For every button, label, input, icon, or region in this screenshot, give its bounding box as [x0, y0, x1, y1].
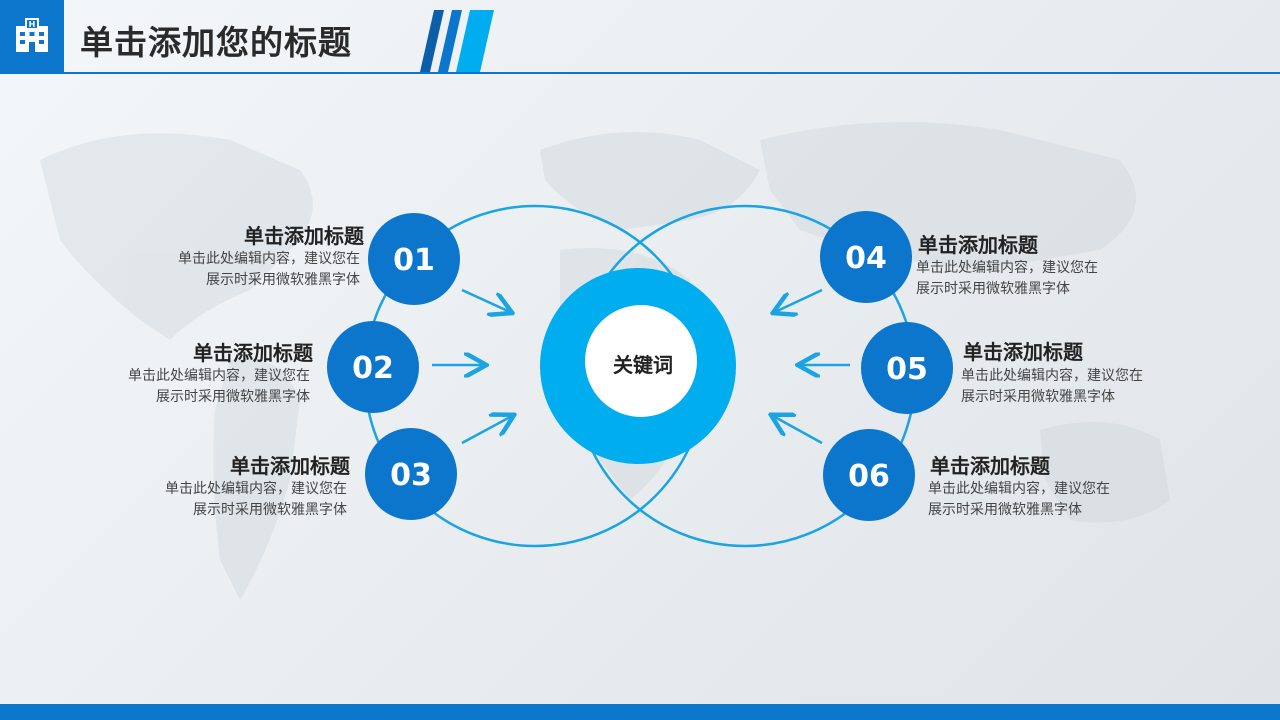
- item-02-desc: 单击此处编辑内容，建议您在 展示时采用微软雅黑字体: [128, 366, 310, 408]
- footer-bar: [0, 704, 1280, 720]
- node-number-04: 04: [845, 241, 887, 276]
- item-02-desc-line2: 展示时采用微软雅黑字体: [156, 389, 310, 405]
- item-01-desc-line1: 单击此处编辑内容，建议您在: [178, 251, 360, 267]
- hospital-building-icon: H: [16, 18, 48, 52]
- item-03-title[interactable]: 单击添加标题: [230, 454, 350, 478]
- node-number-06: 06: [848, 459, 890, 494]
- node-number-02: 02: [352, 351, 394, 386]
- item-04-desc-line2: 展示时采用微软雅黑字体: [916, 281, 1070, 297]
- center-keyword: 关键词: [613, 353, 673, 377]
- item-04-desc-line1: 单击此处编辑内容，建议您在: [916, 260, 1098, 276]
- header-bar: H 单击添加您的标题: [0, 0, 1280, 74]
- item-05-desc: 单击此处编辑内容，建议您在 展示时采用微软雅黑字体: [961, 366, 1143, 408]
- arrow-03: [461, 416, 512, 445]
- item-06-desc: 单击此处编辑内容，建议您在 展示时采用微软雅黑字体: [928, 479, 1110, 521]
- item-03-desc-line1: 单击此处编辑内容，建议您在: [165, 481, 347, 497]
- header-stripes: [420, 10, 494, 72]
- item-05-title[interactable]: 单击添加标题: [963, 340, 1083, 364]
- item-02-title[interactable]: 单击添加标题: [193, 341, 313, 365]
- item-06-desc-line1: 单击此处编辑内容，建议您在: [928, 481, 1110, 497]
- node-03[interactable]: 03: [365, 428, 457, 520]
- item-06-desc-line2: 展示时采用微软雅黑字体: [928, 502, 1082, 518]
- item-05-desc-line1: 单击此处编辑内容，建议您在: [961, 368, 1143, 384]
- item-03-desc: 单击此处编辑内容，建议您在 展示时采用微软雅黑字体: [165, 479, 347, 521]
- arrow-06: [773, 416, 823, 445]
- header-underline: [0, 72, 1280, 74]
- item-01-title[interactable]: 单击添加标题: [244, 224, 364, 248]
- node-01[interactable]: 01: [368, 213, 460, 305]
- node-04[interactable]: 04: [820, 211, 912, 303]
- item-03-desc-line2: 展示时采用微软雅黑字体: [193, 502, 347, 518]
- center-inner-circle[interactable]: [585, 305, 697, 417]
- item-02-desc-line1: 单击此处编辑内容，建议您在: [128, 368, 310, 384]
- node-number-05: 05: [886, 352, 928, 387]
- item-04-desc: 单击此处编辑内容，建议您在 展示时采用微软雅黑字体: [916, 258, 1098, 300]
- arrow-01: [461, 288, 510, 312]
- logo-tile: H: [0, 0, 64, 72]
- item-01-desc: 单击此处编辑内容，建议您在 展示时采用微软雅黑字体: [178, 249, 360, 291]
- node-05[interactable]: 05: [861, 322, 953, 414]
- item-06-title[interactable]: 单击添加标题: [930, 454, 1050, 478]
- node-06[interactable]: 06: [823, 429, 915, 521]
- svg-text:H: H: [29, 20, 36, 29]
- page-title[interactable]: 单击添加您的标题: [80, 23, 352, 62]
- arrow-04: [775, 288, 823, 312]
- node-02[interactable]: 02: [327, 321, 419, 413]
- item-04-title[interactable]: 单击添加标题: [918, 233, 1038, 257]
- item-05-desc-line2: 展示时采用微软雅黑字体: [961, 389, 1115, 405]
- node-number-01: 01: [393, 243, 435, 278]
- item-01-desc-line2: 展示时采用微软雅黑字体: [206, 272, 360, 288]
- node-number-03: 03: [390, 458, 432, 493]
